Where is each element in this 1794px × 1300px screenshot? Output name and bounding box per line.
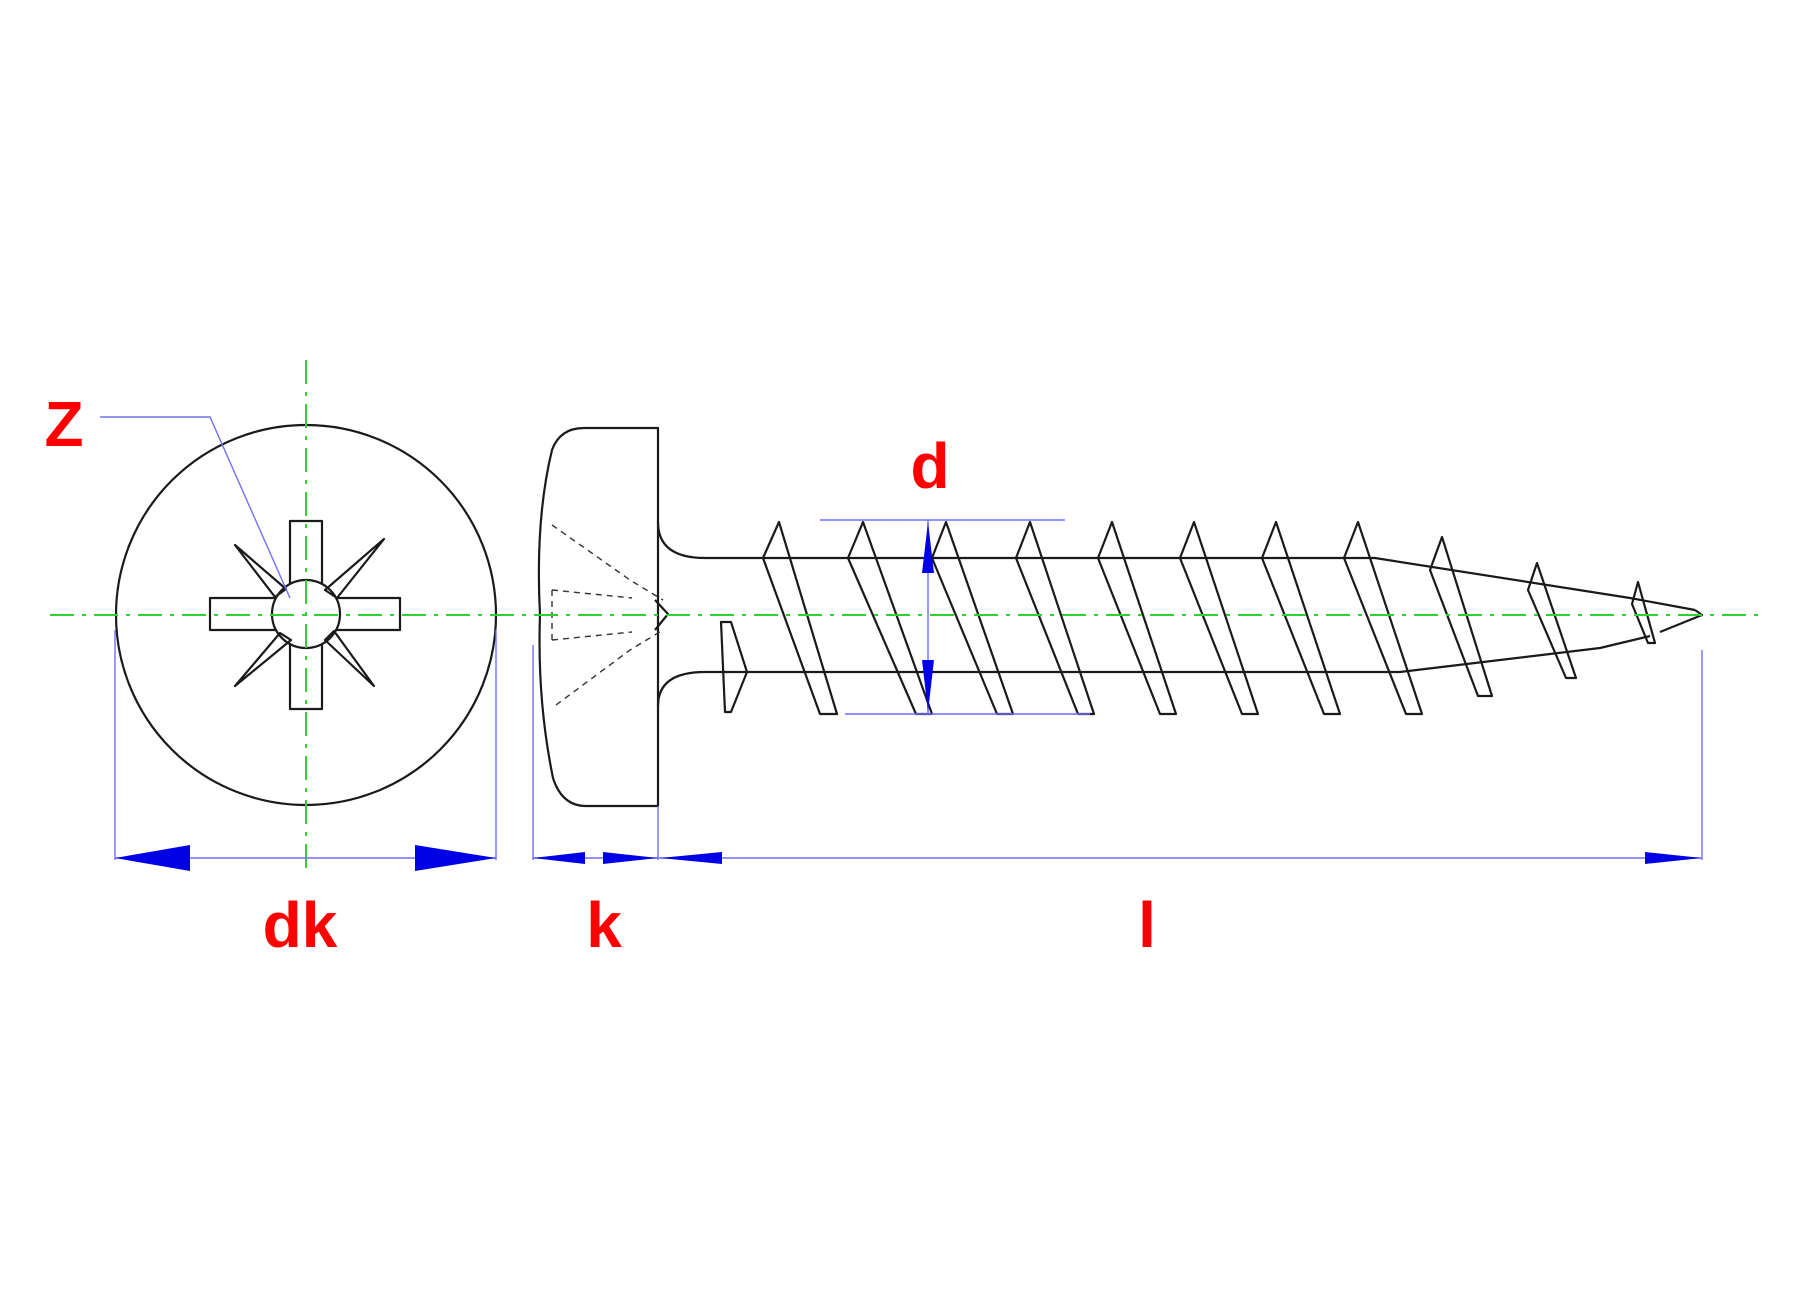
l-arrow-right bbox=[1645, 852, 1702, 864]
rib-lower-left bbox=[233, 631, 293, 688]
d-arrow-bottom bbox=[922, 660, 934, 712]
thread-start bbox=[719, 620, 749, 714]
rib-lower-right bbox=[323, 629, 376, 688]
label-z: Z bbox=[44, 388, 84, 460]
thread-1 bbox=[761, 520, 839, 716]
rib-upper-right bbox=[323, 537, 386, 600]
thread-8 bbox=[1342, 520, 1424, 716]
thread-6 bbox=[1178, 520, 1260, 716]
thread-2 bbox=[846, 520, 934, 716]
k-arrow-right bbox=[603, 852, 658, 864]
core-line-top bbox=[760, 556, 1696, 612]
thread-flanks bbox=[719, 520, 1657, 716]
l-arrow-left bbox=[660, 852, 722, 864]
head-profile bbox=[537, 426, 660, 808]
dk-arrow-right bbox=[415, 845, 496, 871]
dimension-arrows bbox=[115, 522, 1702, 871]
thread-7 bbox=[1260, 520, 1342, 716]
head-side-view bbox=[537, 426, 670, 808]
thread-5 bbox=[1096, 520, 1178, 716]
thread-9 bbox=[1428, 535, 1494, 698]
label-dk: dk bbox=[262, 889, 338, 961]
shank-and-thread bbox=[656, 520, 1704, 716]
thread-10 bbox=[1526, 561, 1578, 680]
center-lines bbox=[50, 360, 1760, 870]
z-leader bbox=[100, 416, 291, 599]
d-arrow-top bbox=[922, 522, 934, 573]
label-d: d bbox=[910, 430, 950, 502]
tip bbox=[1659, 609, 1704, 634]
neck-fillet-bottom bbox=[656, 670, 760, 707]
label-k: k bbox=[586, 889, 622, 961]
thread-3 bbox=[930, 520, 1015, 716]
neck-fillet-top bbox=[656, 521, 760, 560]
label-l: l bbox=[1138, 889, 1156, 961]
thread-11 bbox=[1630, 580, 1657, 645]
rib-upper-left bbox=[233, 543, 288, 599]
thread-4 bbox=[1014, 520, 1096, 716]
k-arrow-left bbox=[533, 852, 585, 864]
dk-arrow-left bbox=[115, 845, 190, 871]
core-line-bottom bbox=[760, 634, 1651, 674]
